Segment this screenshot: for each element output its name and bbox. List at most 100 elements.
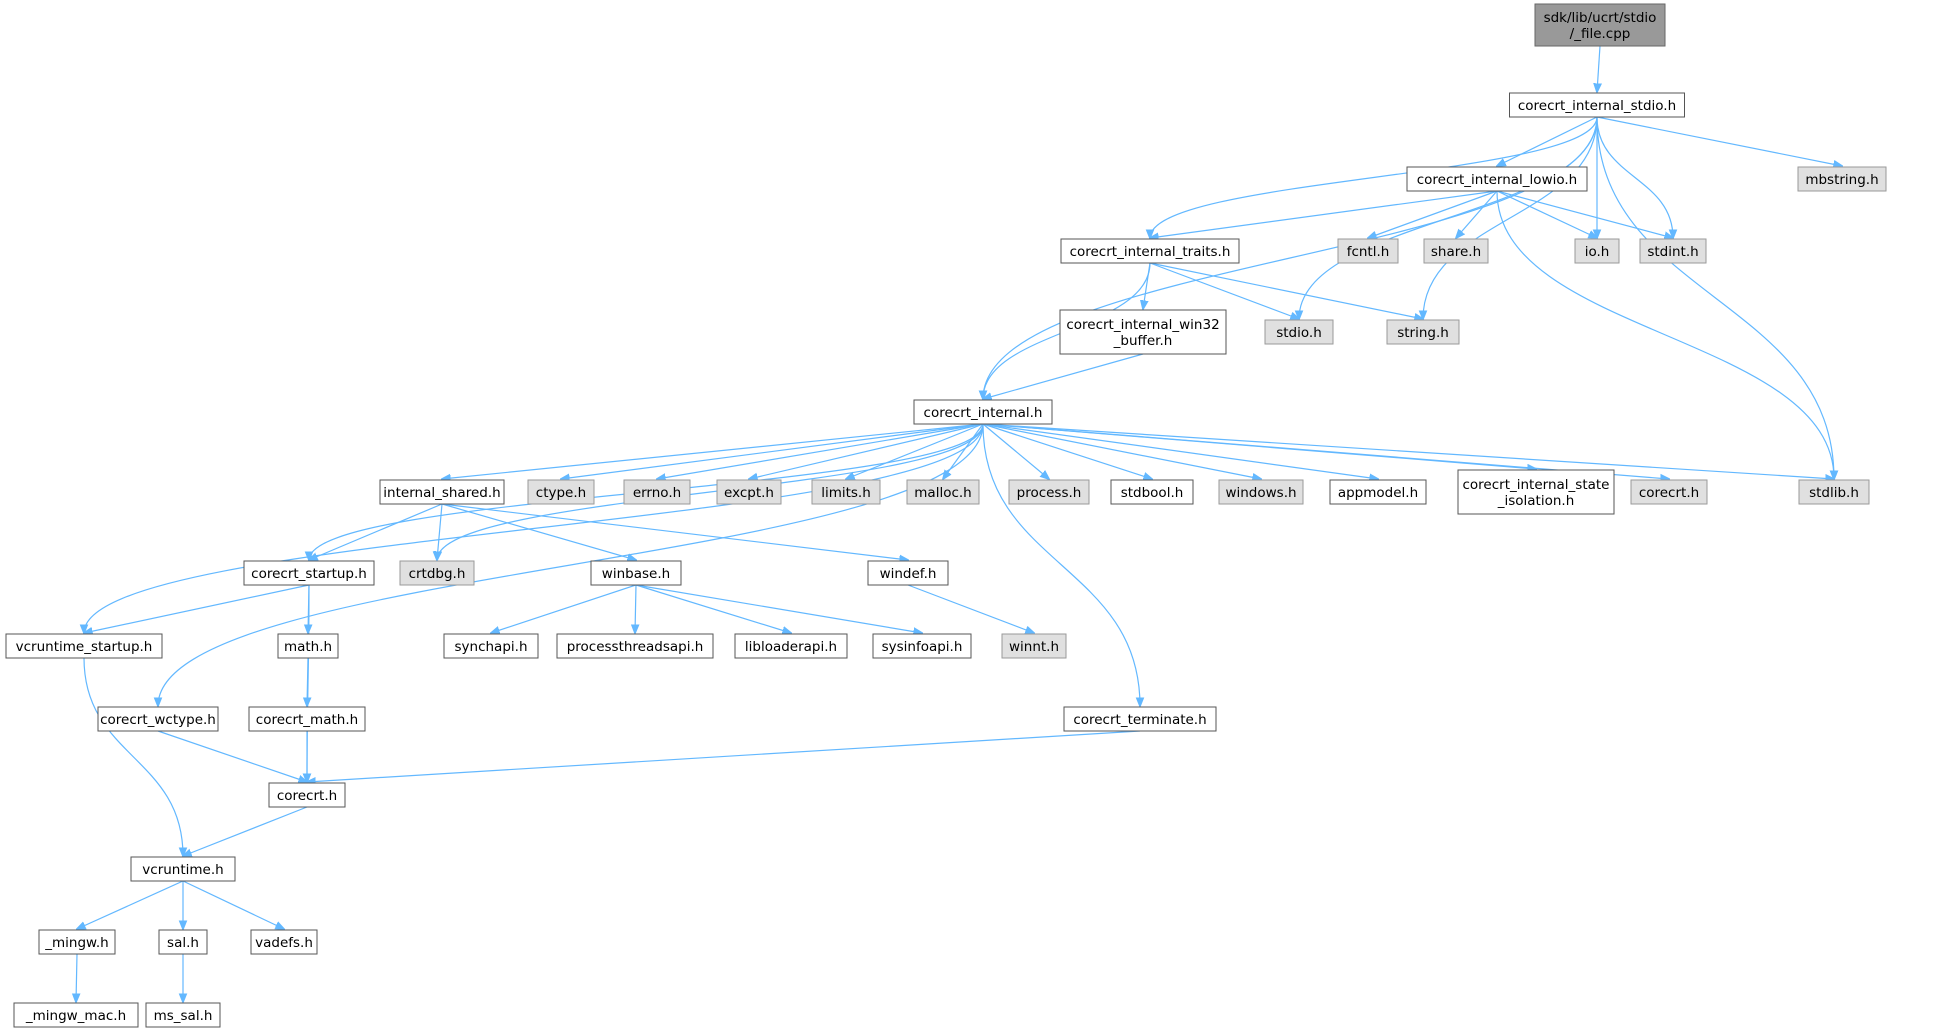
node-windows: windows.h [1218,479,1304,505]
edge-winbase-to-synch [491,584,637,633]
node-label: corecrt_startup.h [251,566,367,582]
node-label: windows.h [1225,485,1296,501]
edge-lowio-to-stdint [1496,190,1673,238]
edge-ci-to-cterm [982,423,1140,706]
node-label: processthreadsapi.h [567,639,704,655]
edge-cis-to-string [1423,116,1598,319]
node-mssal[interactable]: ms_sal.h [145,1002,221,1028]
edges-layer [76,45,1842,1002]
edge-ci-to-process [982,423,1049,479]
edge-lowio-to-fcntl [1368,190,1498,238]
node-mbs: mbstring.h [1797,166,1887,192]
node-libl[interactable]: libloaderapi.h [734,633,848,659]
node-cterm[interactable]: corecrt_terminate.h [1063,706,1217,732]
node-mingw[interactable]: _mingw.h [38,929,116,955]
edge-ishared-to-windef [441,503,908,560]
node-sysinfo[interactable]: sysinfoapi.h [872,633,972,659]
node-label: ctype.h [536,485,586,501]
node-box [1639,238,1707,264]
node-windef[interactable]: windef.h [867,560,949,586]
edge-wctype-to-corecrt [157,730,307,782]
node-stiso[interactable]: corecrt_internal_state_isolation.h [1457,469,1615,515]
edge-traits-to-w32buf [1143,262,1151,309]
edge-vcrt-to-vadefs [182,880,284,929]
node-box [872,633,972,659]
edge-ci-to-excpt [749,423,984,479]
edge-ci-to-malloc [943,423,984,479]
node-label: corecrt_internal_stdio.h [1518,98,1676,114]
node-label: stdint.h [1647,244,1698,260]
node-stdbool[interactable]: stdbool.h [1110,479,1194,505]
node-winnt: winnt.h [1001,633,1067,659]
node-box [1457,469,1615,515]
edge-lowio-to-io [1496,190,1597,238]
node-box [1060,238,1240,264]
node-sal[interactable]: sal.h [158,929,208,955]
node-box [443,633,539,659]
node-wctype[interactable]: corecrt_wctype.h [97,706,219,732]
node-label: corecrt_internal_traits.h [1070,244,1231,260]
node-box [399,560,475,586]
node-label: errno.h [633,485,681,501]
node-synch[interactable]: synchapi.h [443,633,539,659]
edge-cis-to-stdint [1596,116,1673,238]
node-cmath[interactable]: corecrt_math.h [248,706,366,732]
node-mingwmac[interactable]: _mingw_mac.h [13,1002,139,1028]
node-box [248,706,366,732]
edge-ci-to-stdlib [982,423,1834,479]
node-vadefs[interactable]: vadefs.h [250,929,318,955]
node-label: excpt.h [724,485,774,501]
node-lowio[interactable]: corecrt_internal_lowio.h [1406,166,1588,192]
node-traits[interactable]: corecrt_internal_traits.h [1060,238,1240,264]
edge-cis-to-lowio [1497,116,1598,166]
node-label: sysinfoapi.h [882,639,963,655]
node-ishared[interactable]: internal_shared.h [379,479,505,505]
edge-ci-to-appmodel [982,423,1378,479]
node-label: io.h [1585,244,1610,260]
edge-math-to-cmath [307,657,308,706]
nodes-layer: sdk/lib/ucrt/stdio/_file.cppcorecrt_inte… [5,3,1887,1028]
node-box [1063,706,1217,732]
node-math[interactable]: math.h [277,633,339,659]
node-label: vcruntime_startup.h [16,639,153,655]
node-malloc: malloc.h [906,479,980,505]
node-stdint: stdint.h [1639,238,1707,264]
node-box [13,1002,139,1028]
edge-winbase-to-libl [635,584,791,633]
node-winbase[interactable]: winbase.h [590,560,682,586]
node-share: share.h [1423,238,1489,264]
edge-ci-to-errno [657,423,984,479]
node-box [1386,319,1460,345]
node-vcrt[interactable]: vcruntime.h [130,856,236,882]
edge-lowio-to-traits [1150,190,1498,238]
node-label: corecrt_internal_win32 [1066,317,1219,333]
node-box [1630,479,1708,505]
node-label: malloc.h [914,485,971,501]
node-pthr[interactable]: processthreadsapi.h [556,633,714,659]
node-box [1509,92,1685,118]
node-cis[interactable]: corecrt_internal_stdio.h [1509,92,1685,118]
node-appmodel[interactable]: appmodel.h [1329,479,1427,505]
edge-vstartup-to-vcrt [83,657,183,856]
node-process: process.h [1008,479,1090,505]
node-ci[interactable]: corecrt_internal.h [913,399,1053,425]
node-box [527,479,595,505]
edge-ci-to-vstartup [84,423,984,633]
edge-winbase-to-pthr [635,584,636,633]
node-box [1059,309,1227,355]
node-vstartup[interactable]: vcruntime_startup.h [5,633,163,659]
node-corecrt[interactable]: corecrt.h [268,782,346,808]
edge-corecrt-to-vcrt [183,806,308,856]
node-string: string.h [1386,319,1460,345]
node-label: fcntl.h [1347,244,1390,260]
edge-traits-to-stdio [1149,262,1299,319]
node-cstartup[interactable]: corecrt_startup.h [243,560,375,586]
node-label: windef.h [880,566,937,582]
node-box [1797,166,1887,192]
edge-ishared-to-crtdbg [437,503,443,560]
node-w32buf[interactable]: corecrt_internal_win32_buffer.h [1059,309,1227,355]
node-ctype: ctype.h [527,479,595,505]
node-label: /_file.cpp [1570,26,1631,42]
node-label: _mingw.h [44,935,108,951]
